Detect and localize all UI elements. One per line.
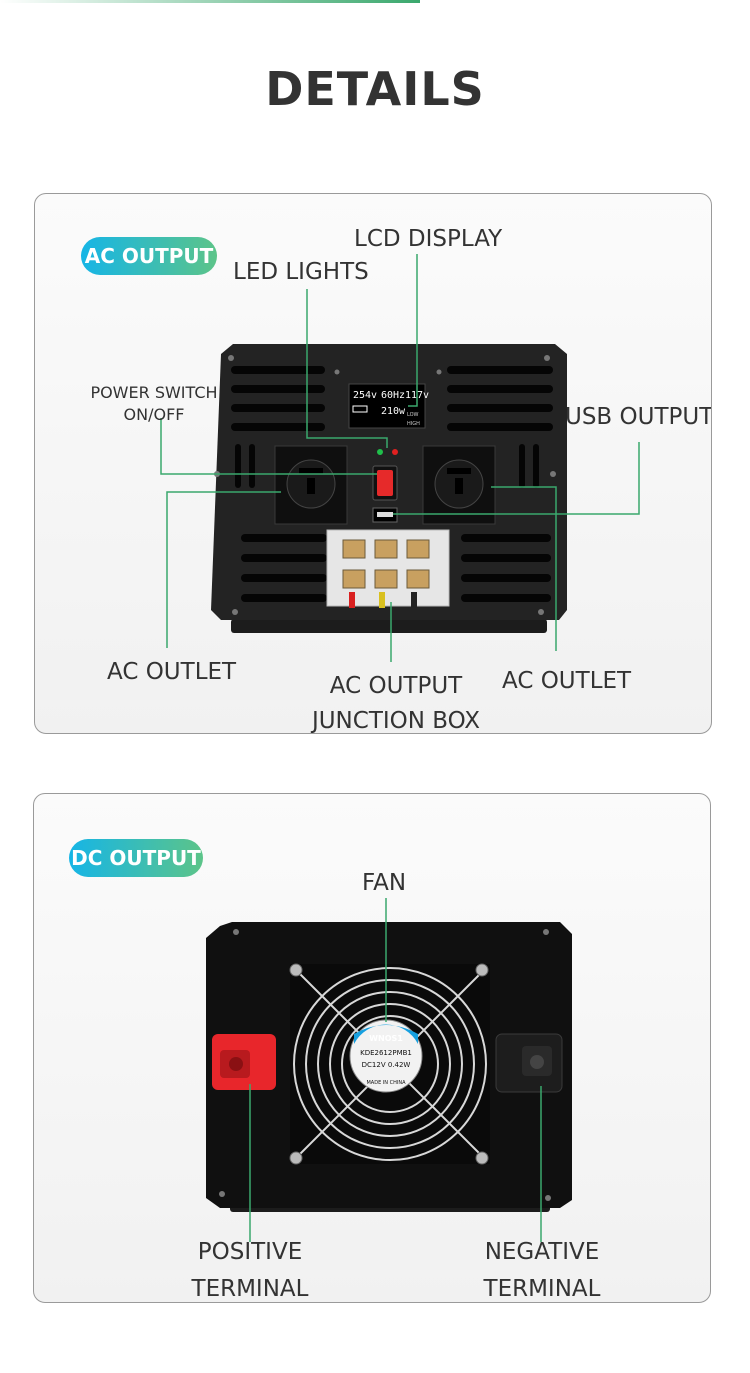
fan-sticker-brand: WNOS1 bbox=[369, 1034, 403, 1043]
label-usb-output: USB OUTPUT bbox=[565, 404, 712, 430]
label-positive-terminal: POSITIVE TERMINAL bbox=[191, 1239, 309, 1302]
lcd-freq: 60Hz bbox=[381, 390, 405, 401]
label-lcd-display: LCD DISPLAY bbox=[354, 226, 503, 252]
label-ac-outlet-right: AC OUTLET bbox=[502, 668, 632, 694]
dc-output-badge: DC OUTPUT bbox=[69, 839, 203, 877]
dc-inverter-back-illustration: WNOS1 KDE2612PMB1 DC12V 0.42W MADE IN CH… bbox=[206, 898, 572, 1242]
ac-output-panel: AC OUTPUT bbox=[34, 193, 712, 734]
body-screws bbox=[219, 929, 551, 1201]
label-negative-terminal: NEGATIVE TERMINAL bbox=[483, 1239, 601, 1302]
page-title: DETAILS bbox=[265, 62, 485, 116]
fan-sticker-origin: MADE IN CHINA bbox=[366, 1080, 406, 1086]
lcd-low: LOW bbox=[407, 412, 419, 418]
leader-led-lights bbox=[306, 289, 388, 448]
label-ac-outlet-left: AC OUTLET bbox=[107, 659, 237, 685]
label-power-switch: POWER SWITCH ON/OFF bbox=[90, 383, 218, 424]
fan-mount-screws bbox=[289, 963, 489, 1165]
power-switch-rocker[interactable] bbox=[377, 470, 393, 496]
inverter-foot bbox=[231, 619, 547, 633]
fan-sticker-rating: DC12V 0.42W bbox=[362, 1061, 411, 1069]
vent-slots-upper-left bbox=[231, 366, 325, 431]
label-fan: FAN bbox=[362, 870, 407, 896]
vent-slots-lower bbox=[241, 534, 551, 602]
label-junction-box: AC OUTPUT JUNCTION BOX bbox=[311, 673, 481, 734]
lcd-watts: 210w bbox=[381, 406, 406, 417]
leader-ac-outlet-left bbox=[166, 491, 281, 648]
label-led-lights: LED LIGHTS bbox=[233, 259, 369, 285]
vent-slots-upper-right bbox=[447, 366, 553, 431]
ac-output-badge: AC OUTPUT bbox=[81, 237, 217, 275]
dc-output-panel: DC OUTPUT WNOS1 KDE2612PMB1 DC12V 0.4 bbox=[33, 793, 711, 1303]
ac-inverter-front-illustration: 254v 60Hz 117v 210w LOW HIGH bbox=[160, 254, 640, 662]
fan-sticker-model: KDE2612PMB1 bbox=[360, 1049, 412, 1057]
leader-power-switch bbox=[160, 418, 377, 475]
vent-slots-vertical bbox=[235, 444, 539, 488]
led-green bbox=[377, 449, 383, 455]
lcd-high: HIGH bbox=[407, 421, 420, 427]
lcd-battery-icon bbox=[352, 405, 368, 413]
dc-leader-lines bbox=[249, 898, 542, 1242]
junction-terminals bbox=[342, 539, 430, 589]
leader-ac-outlet-right bbox=[491, 486, 557, 651]
top-accent-line bbox=[0, 0, 420, 3]
lcd-volts-in: 254v bbox=[353, 390, 377, 401]
led-red bbox=[392, 449, 398, 455]
leader-usb-output bbox=[393, 442, 640, 515]
ac-leader-lines bbox=[160, 254, 640, 662]
leader-lcd-display bbox=[408, 254, 418, 407]
